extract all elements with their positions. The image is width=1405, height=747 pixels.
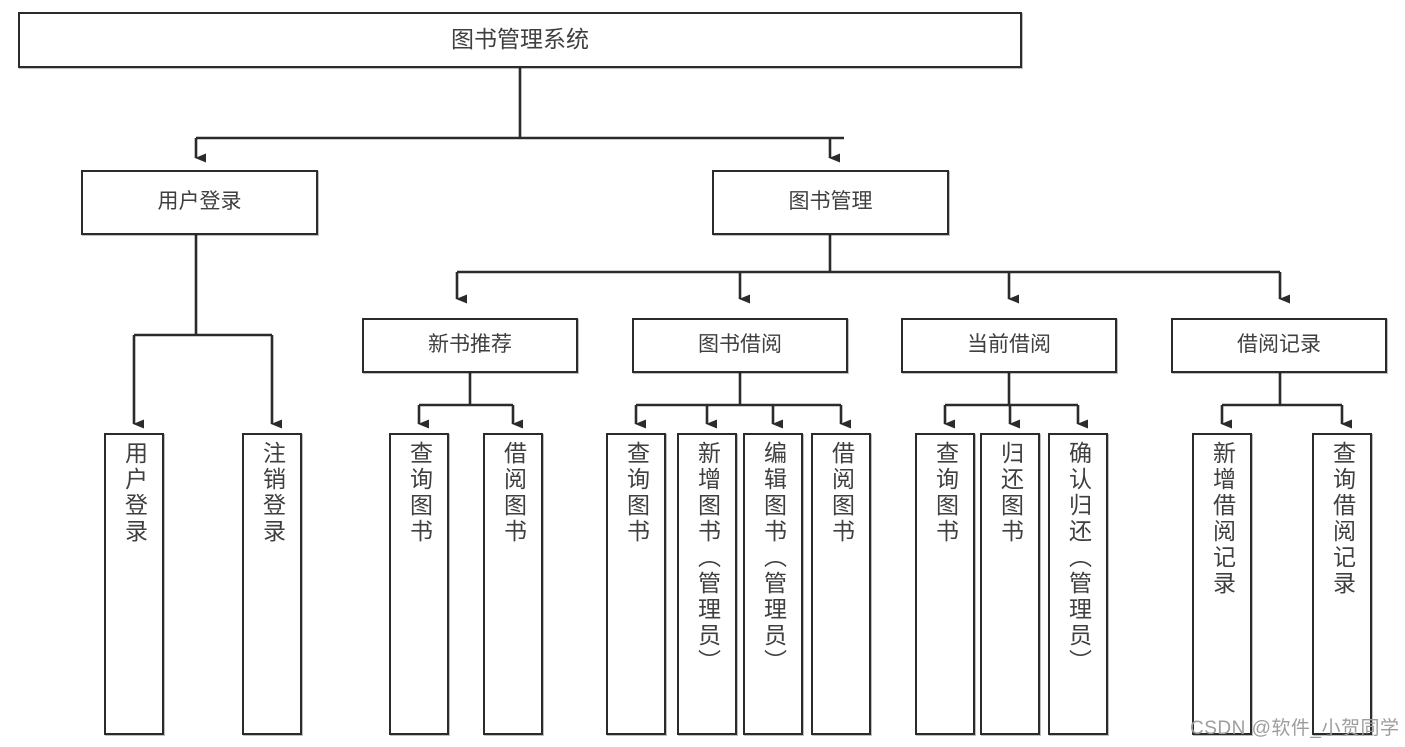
node-label: 注销登录 — [259, 441, 286, 545]
leaf-query-book-current[interactable]: 查询图书 — [915, 433, 975, 735]
leaf-logout[interactable]: 注销登录 — [242, 433, 302, 735]
node-new-book-recommend[interactable]: 新书推荐 — [362, 318, 578, 373]
node-label: 查询借阅记录 — [1329, 441, 1356, 597]
leaf-add-book-admin[interactable]: 新增图书（管理员） — [677, 433, 737, 735]
node-label: 借阅记录 — [1237, 333, 1321, 357]
leaf-query-book-recommend[interactable]: 查询图书 — [389, 433, 449, 735]
leaf-return-book[interactable]: 归还图书 — [980, 433, 1040, 735]
node-label: 新书推荐 — [428, 333, 512, 357]
node-label: 查询图书 — [623, 441, 650, 545]
node-label: 用户登录 — [157, 190, 242, 214]
node-borrow-records[interactable]: 借阅记录 — [1171, 318, 1387, 373]
node-book-management[interactable]: 图书管理 — [712, 170, 949, 235]
node-label: 图书借阅 — [698, 333, 782, 357]
node-current-borrow[interactable]: 当前借阅 — [901, 318, 1117, 373]
leaf-edit-book-admin[interactable]: 编辑图书（管理员） — [743, 433, 803, 735]
leaf-add-borrow-record[interactable]: 新增借阅记录 — [1192, 433, 1252, 735]
node-label: 新增图书（管理员） — [694, 441, 721, 675]
leaf-confirm-return-admin[interactable]: 确认归还（管理员） — [1048, 433, 1108, 735]
leaf-borrow-book[interactable]: 借阅图书 — [811, 433, 871, 735]
node-label: 借阅图书 — [828, 441, 855, 545]
node-label: 图书管理 — [788, 190, 873, 214]
node-label: 用户登录 — [121, 441, 148, 545]
node-label: 确认归还（管理员） — [1065, 441, 1092, 675]
node-root-system[interactable]: 图书管理系统 — [18, 12, 1022, 68]
node-label: 图书管理系统 — [451, 26, 589, 53]
node-label: 查询图书 — [406, 441, 433, 545]
leaf-query-book-borrow[interactable]: 查询图书 — [606, 433, 666, 735]
leaf-user-login[interactable]: 用户登录 — [104, 433, 164, 735]
csdn-watermark: CSDN @软件_小贺同学 — [1190, 718, 1400, 739]
node-label: 编辑图书（管理员） — [760, 441, 787, 675]
leaf-borrow-book-recommend[interactable]: 借阅图书 — [483, 433, 543, 735]
node-label: 借阅图书 — [500, 441, 527, 545]
node-label: 新增借阅记录 — [1209, 441, 1236, 597]
node-book-borrow[interactable]: 图书借阅 — [632, 318, 848, 373]
leaf-query-borrow-record[interactable]: 查询借阅记录 — [1312, 433, 1372, 735]
node-label: 查询图书 — [932, 441, 959, 545]
node-label: 归还图书 — [997, 441, 1024, 545]
node-user-login[interactable]: 用户登录 — [81, 170, 318, 235]
node-label: 当前借阅 — [967, 333, 1051, 357]
